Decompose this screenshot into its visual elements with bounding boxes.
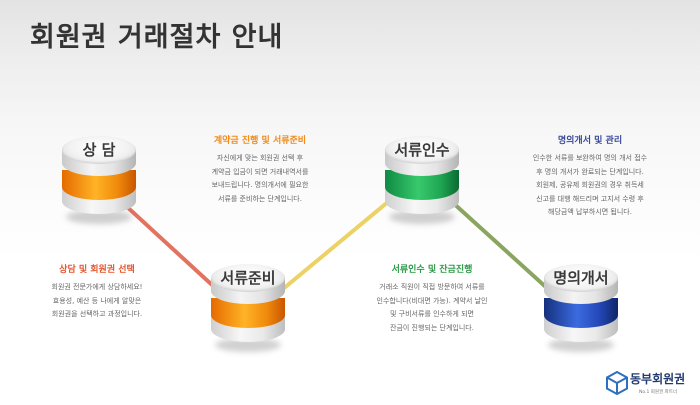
step-line: 인수한 서류를 보완하여 명의 개서 접수 [532,154,648,162]
step-disc-4: 명의개서 [544,264,618,352]
step-line: 잔금이 진행되는 단계입니다. [390,323,474,332]
step-line: 거래소 직원이 직접 방문하여 서류를 [379,283,485,291]
step-disc-3: 서류인수 [385,136,459,224]
step-line: 계약금 입금이 되면 거래내역서를 [211,167,309,176]
step-line: 회원권을 선택하고 과정입니다. [51,310,143,318]
step-text-3: 서류인수 및 잔금진행 거래소 직원이 직접 방문하여 서류를 인수합니다(비대… [352,262,512,335]
step-heading-4: 명의개서 및 관리 [557,136,623,146]
step-line: 효용성, 예산 등 나에게 알맞은 [52,296,142,305]
logo-tagline: No.1 회원권 파트너 [639,390,678,395]
step-line: 인수합니다(비대면 가능). 계약서 날인 [376,296,488,305]
step-text-1: 상담 및 회원권 선택 회원권 전문가에게 상담하세요! 효용성, 예산 등 나… [22,262,172,322]
step-line: 신고를 대행 해드리며 고지서 수령 후 [536,194,644,203]
step-heading-3: 서류인수 및 잔금진행 [391,265,473,275]
step-line: 보내드립니다. 명의개서에 필요한 [211,181,309,189]
step-line: 후 명의 개서가 완료되는 단계입니다. [536,167,644,176]
step-heading-1: 상담 및 회원권 선택 [59,265,135,275]
logo-name: 동부회원권 [630,372,686,386]
cube-logo-icon [606,371,628,395]
step-heading-2: 계약금 진행 및 서류준비 [213,136,307,146]
page-title: 회원권 거래절차 안내 [30,22,284,53]
step-label-2: 서류준비 [220,269,276,287]
step-label-1: 상 담 [82,141,116,159]
step-line: 회원제, 공유제 회원권의 경우 취득세 [536,181,644,189]
step-line: 서류를 준비하는 단계입니다. [218,194,302,203]
step-line: 회원권 전문가에게 상담하세요! [51,283,143,291]
step-disc-1: 상 담 [62,136,136,224]
step-line: 자신에게 맞는 회원권 선택 후 [216,154,304,162]
step-text-2: 계약금 진행 및 서류준비 자신에게 맞는 회원권 선택 후 계약금 입금이 되… [185,133,335,206]
step-label-4: 명의개서 [553,269,609,287]
step-text-4: 명의개서 및 관리 인수한 서류를 보완하여 명의 개서 접수 후 명의 개서가… [510,133,670,220]
step-line: 및 구비서류를 인수하게 되면 [390,310,474,318]
step-label-3: 서류인수 [394,141,450,159]
step-disc-2: 서류준비 [211,264,285,352]
step-line: 해당금액 납부하시면 됩니다. [548,208,632,216]
